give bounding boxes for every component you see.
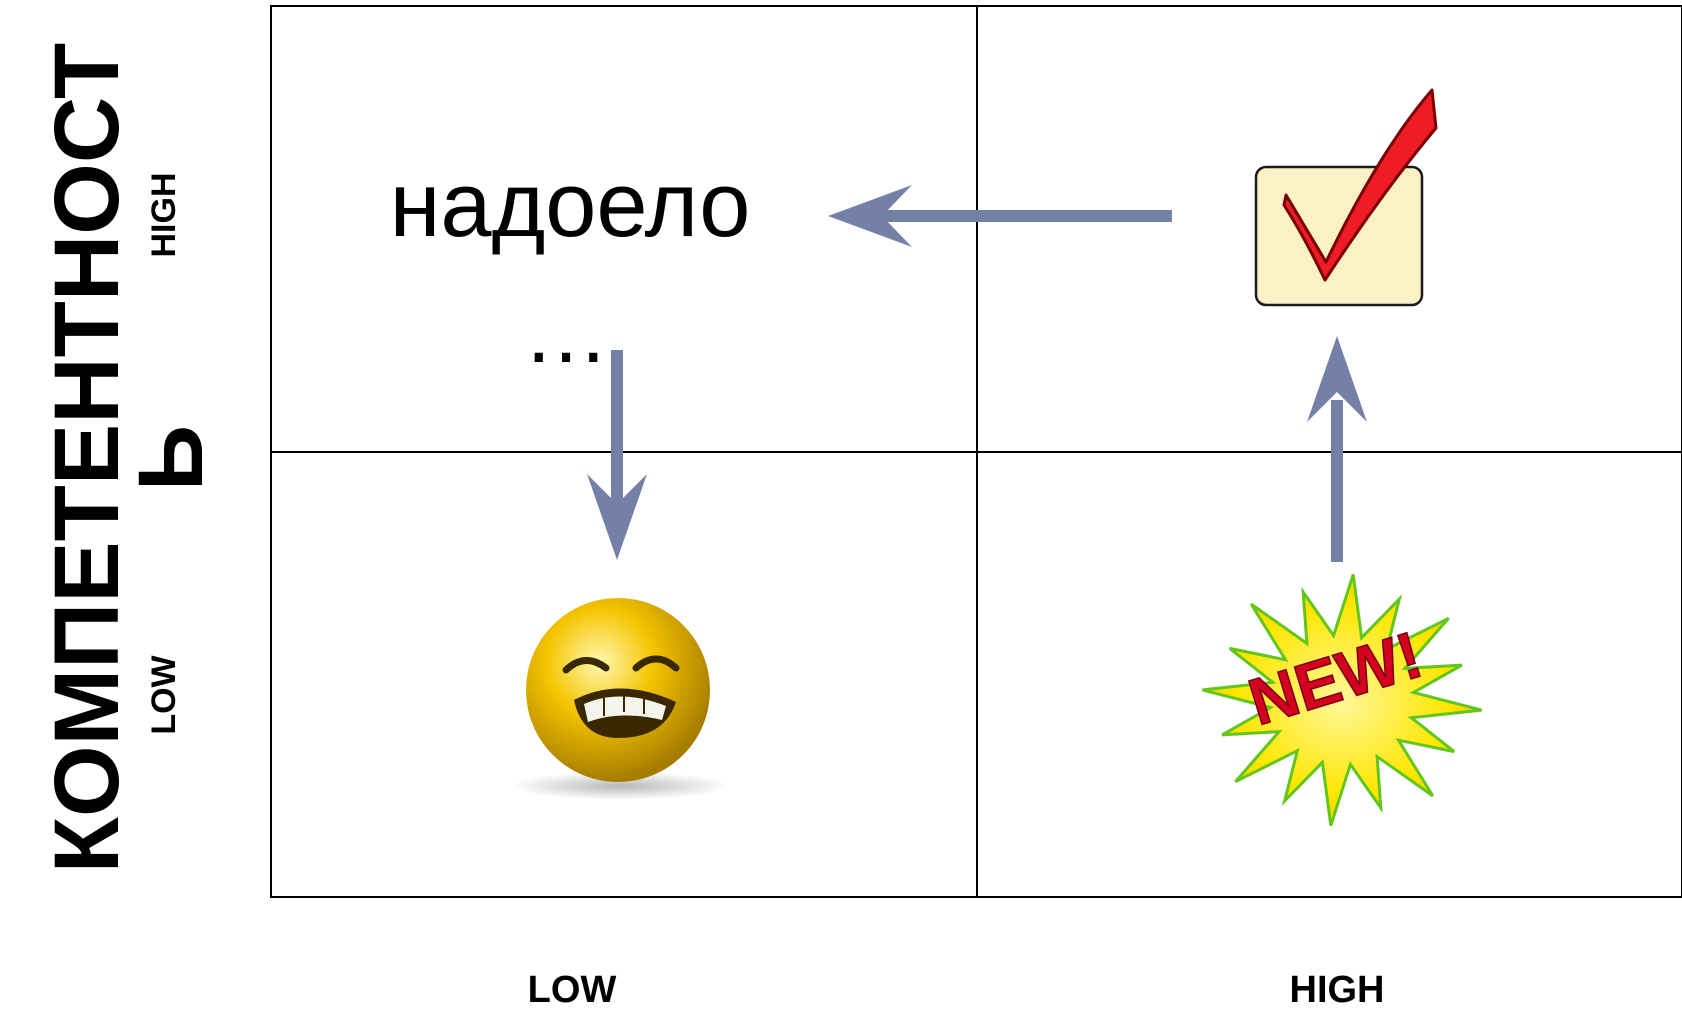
arrow-up <box>1307 336 1367 562</box>
y-axis-title-line2: Ь <box>120 425 222 491</box>
checkmark-box-icon <box>1254 88 1438 307</box>
y-axis-title-line1: КОМПЕТЕНТНОСТ <box>36 43 138 873</box>
bored-ellipsis: … <box>523 285 609 381</box>
x-axis-low-label: LOW <box>528 969 617 1011</box>
arrows <box>587 185 1367 562</box>
y-axis-low-label: LOW <box>145 654 183 734</box>
matrix-grid <box>270 5 1682 898</box>
new-starburst-icon: NEW! <box>1202 573 1482 827</box>
bored-label: надоело <box>390 154 751 256</box>
y-axis-high-label: HIGH <box>145 173 183 258</box>
arrow-down <box>587 350 647 560</box>
grimacing-face-icon <box>510 598 730 800</box>
x-axis-high-label: HIGH <box>1290 969 1385 1011</box>
arrow-left <box>828 185 1172 247</box>
